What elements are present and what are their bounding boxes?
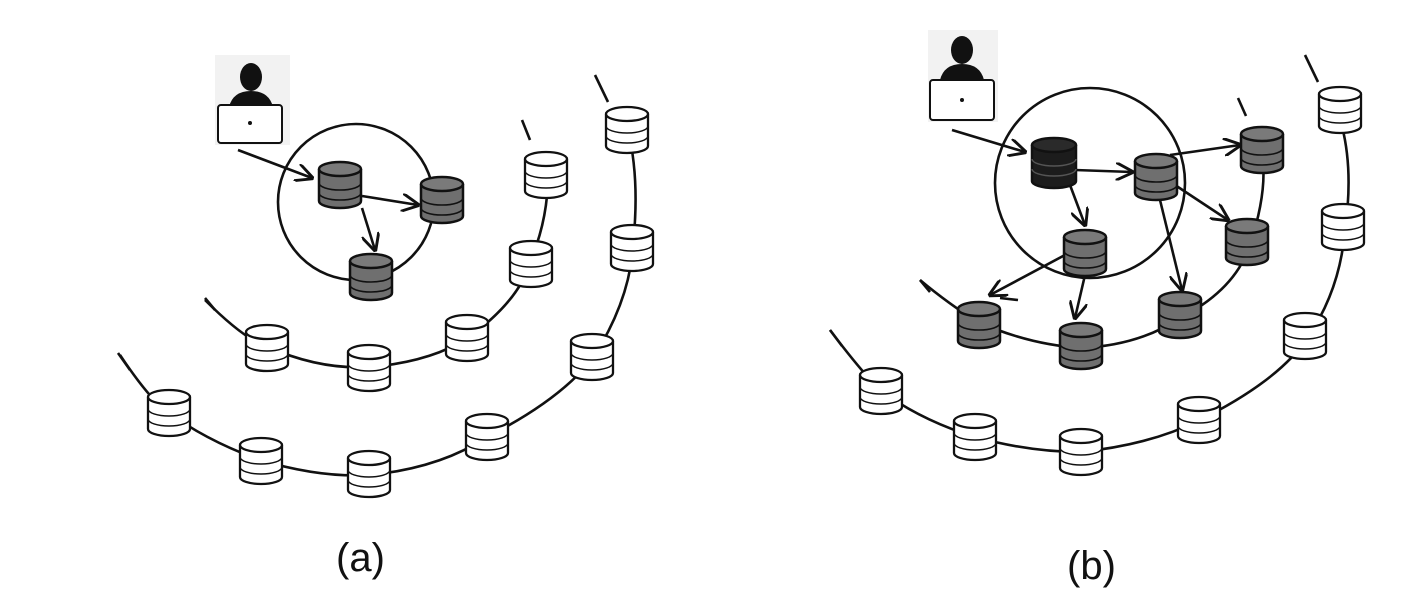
tick-b3 [919,279,931,293]
database-icon-active [1133,152,1179,202]
tick-a2 [593,74,610,103]
arrow-b-1 [1074,170,1132,172]
database-icon-idle [146,388,192,438]
query-arrow-b [951,128,1025,152]
panel-b [828,30,1366,477]
tick-b2 [1303,54,1320,83]
arrow-b-8 [999,296,1019,302]
inner-ring-b [993,86,1187,280]
user-at-laptop-icon [928,30,998,122]
database-icon-idle [1282,311,1328,361]
arrow-b-3 [1169,145,1240,155]
panel-label-b: (b) [1067,544,1116,588]
database-icon-idle [952,412,998,462]
forward-arrows-b [990,145,1240,318]
query-arrow-a [237,148,312,178]
database-icon-idle [1176,395,1222,445]
database-icon-active [1062,228,1108,278]
database-nodes-b [858,85,1366,477]
tick-a4 [116,352,132,371]
database-icon-active [348,252,394,302]
database-icon-idle [1058,427,1104,477]
arrow-b-7 [1075,274,1085,318]
database-icon-active [317,160,363,210]
database-nodes-a [146,105,655,499]
database-icon-idle [444,313,490,363]
tick-b1 [1236,97,1248,117]
database-icon-idle [244,323,290,373]
forward-arrows-a [360,196,418,250]
panel-a [116,55,655,499]
database-icon-active [1224,217,1270,267]
arrow-a-2 [360,207,375,250]
arrow-b-5 [1158,199,1182,290]
database-icon-active [419,175,465,225]
tick-a1 [520,119,532,141]
database-icon-idle [464,412,510,462]
database-icon-active [1157,290,1203,340]
arrow-b-2 [1068,184,1085,225]
database-icon-idle [1317,85,1363,135]
tick-b4 [828,329,844,347]
database-icon-idle [604,105,650,155]
database-icon-origin [1030,136,1078,190]
database-icon-idle [569,332,615,382]
tick-a3 [204,297,216,311]
user-at-laptop-icon [215,55,290,145]
database-icon-active [956,300,1002,350]
database-icon-idle [346,449,392,499]
database-icon-idle [523,150,569,200]
panel-label-a: (a) [336,536,385,580]
database-icon-idle [508,239,554,289]
database-icon-idle [346,343,392,393]
database-icon-idle [1320,202,1366,252]
database-icon-idle [238,436,284,486]
database-icon-active [1058,321,1104,371]
arrow-b-6 [990,253,1066,295]
arrow-b-4 [1174,183,1228,220]
database-icon-idle [858,366,904,416]
arrow-a-1 [361,196,418,205]
database-icon-active [1239,125,1285,175]
database-icon-idle [609,223,655,273]
